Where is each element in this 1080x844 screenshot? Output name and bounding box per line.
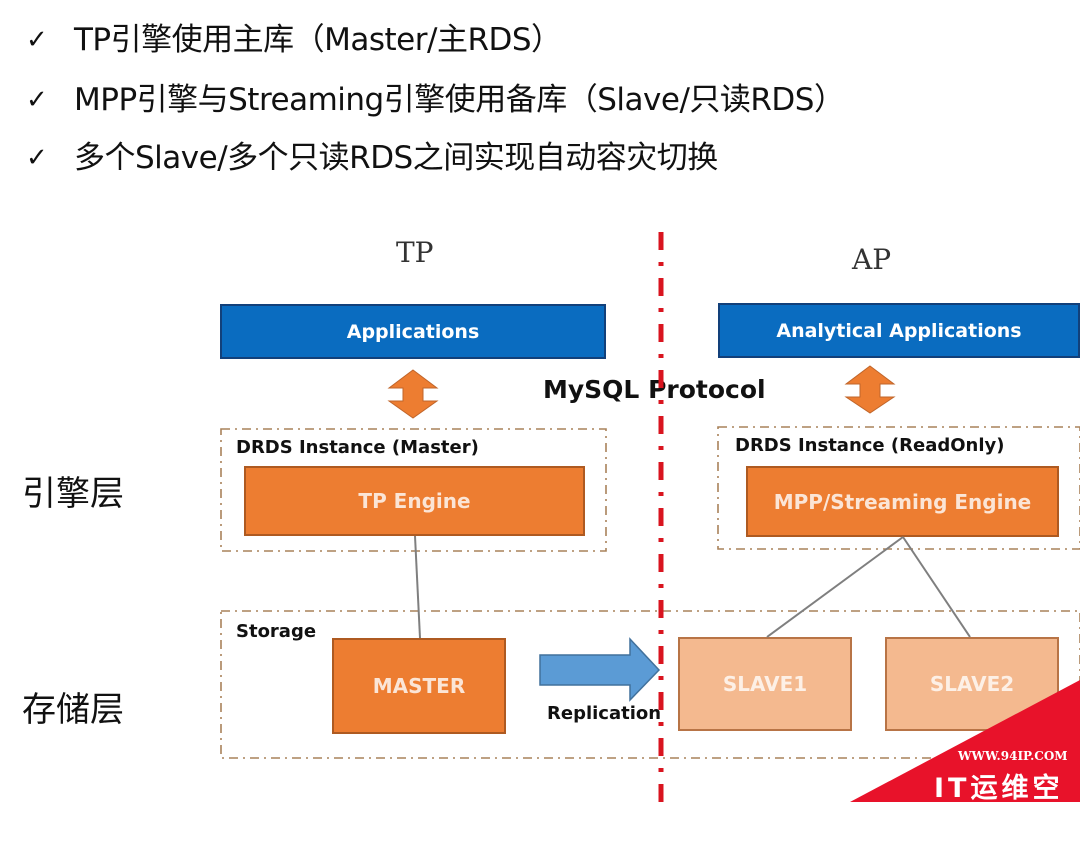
watermark-url: WWW.94IP.COM [958, 749, 1068, 763]
tp-side-label: TP [396, 236, 434, 269]
bullet-text: TP引擎使用主库（Master/主RDS） [74, 22, 562, 58]
replication-arrow-icon [539, 637, 661, 702]
watermark-banner [850, 680, 1080, 802]
bullet-text: MPP引擎与Streaming引擎使用备库（Slave/只读RDS） [74, 82, 845, 118]
check-icon: ✓ [26, 143, 48, 173]
bullet-item: ✓ 多个Slave/多个只读RDS之间实现自动容灾切换 [26, 138, 718, 178]
mysql-protocol-label: MySQL Protocol [543, 375, 766, 404]
ap-applications-box: Analytical Applications [718, 303, 1080, 358]
tp-drds-instance-title: DRDS Instance (Master) [236, 437, 479, 458]
master-node-box: MASTER [332, 638, 506, 734]
ap-bidirectional-arrow-icon [844, 365, 896, 414]
storage-container [220, 610, 1080, 759]
bullet-text: 多个Slave/多个只读RDS之间实现自动容灾切换 [74, 140, 718, 176]
bullet-item: ✓ MPP引擎与Streaming引擎使用备库（Slave/只读RDS） [26, 80, 845, 120]
tp-engine-box: TP Engine [244, 466, 585, 536]
bullet-item: ✓ TP引擎使用主库（Master/主RDS） [26, 20, 562, 60]
diagram-connectors [387, 232, 1080, 802]
watermark-name: IT运维空间 [934, 773, 1064, 843]
ap-drds-instance-container [717, 426, 1080, 550]
check-icon: ✓ [26, 85, 48, 115]
mpp-streaming-engine-box: MPP/Streaming Engine [746, 466, 1059, 537]
tp-applications-box: Applications [220, 304, 606, 359]
mpp-engine-to-slave2-line [902, 536, 971, 638]
storage-title: Storage [236, 621, 317, 642]
check-icon: ✓ [26, 25, 48, 55]
ap-drds-instance-title: DRDS Instance (ReadOnly) [735, 435, 1005, 456]
storage-layer-label: 存储层 [22, 690, 124, 730]
tp-engine-to-master-line [414, 535, 421, 639]
slave1-node-box: SLAVE1 [678, 637, 852, 731]
mpp-engine-to-slave1-line [766, 536, 904, 638]
tp-bidirectional-arrow-icon [387, 369, 439, 419]
ap-side-label: AP [852, 243, 892, 276]
replication-label: Replication [547, 703, 662, 724]
tp-drds-instance-container [220, 428, 607, 552]
engine-layer-label: 引擎层 [22, 474, 124, 514]
